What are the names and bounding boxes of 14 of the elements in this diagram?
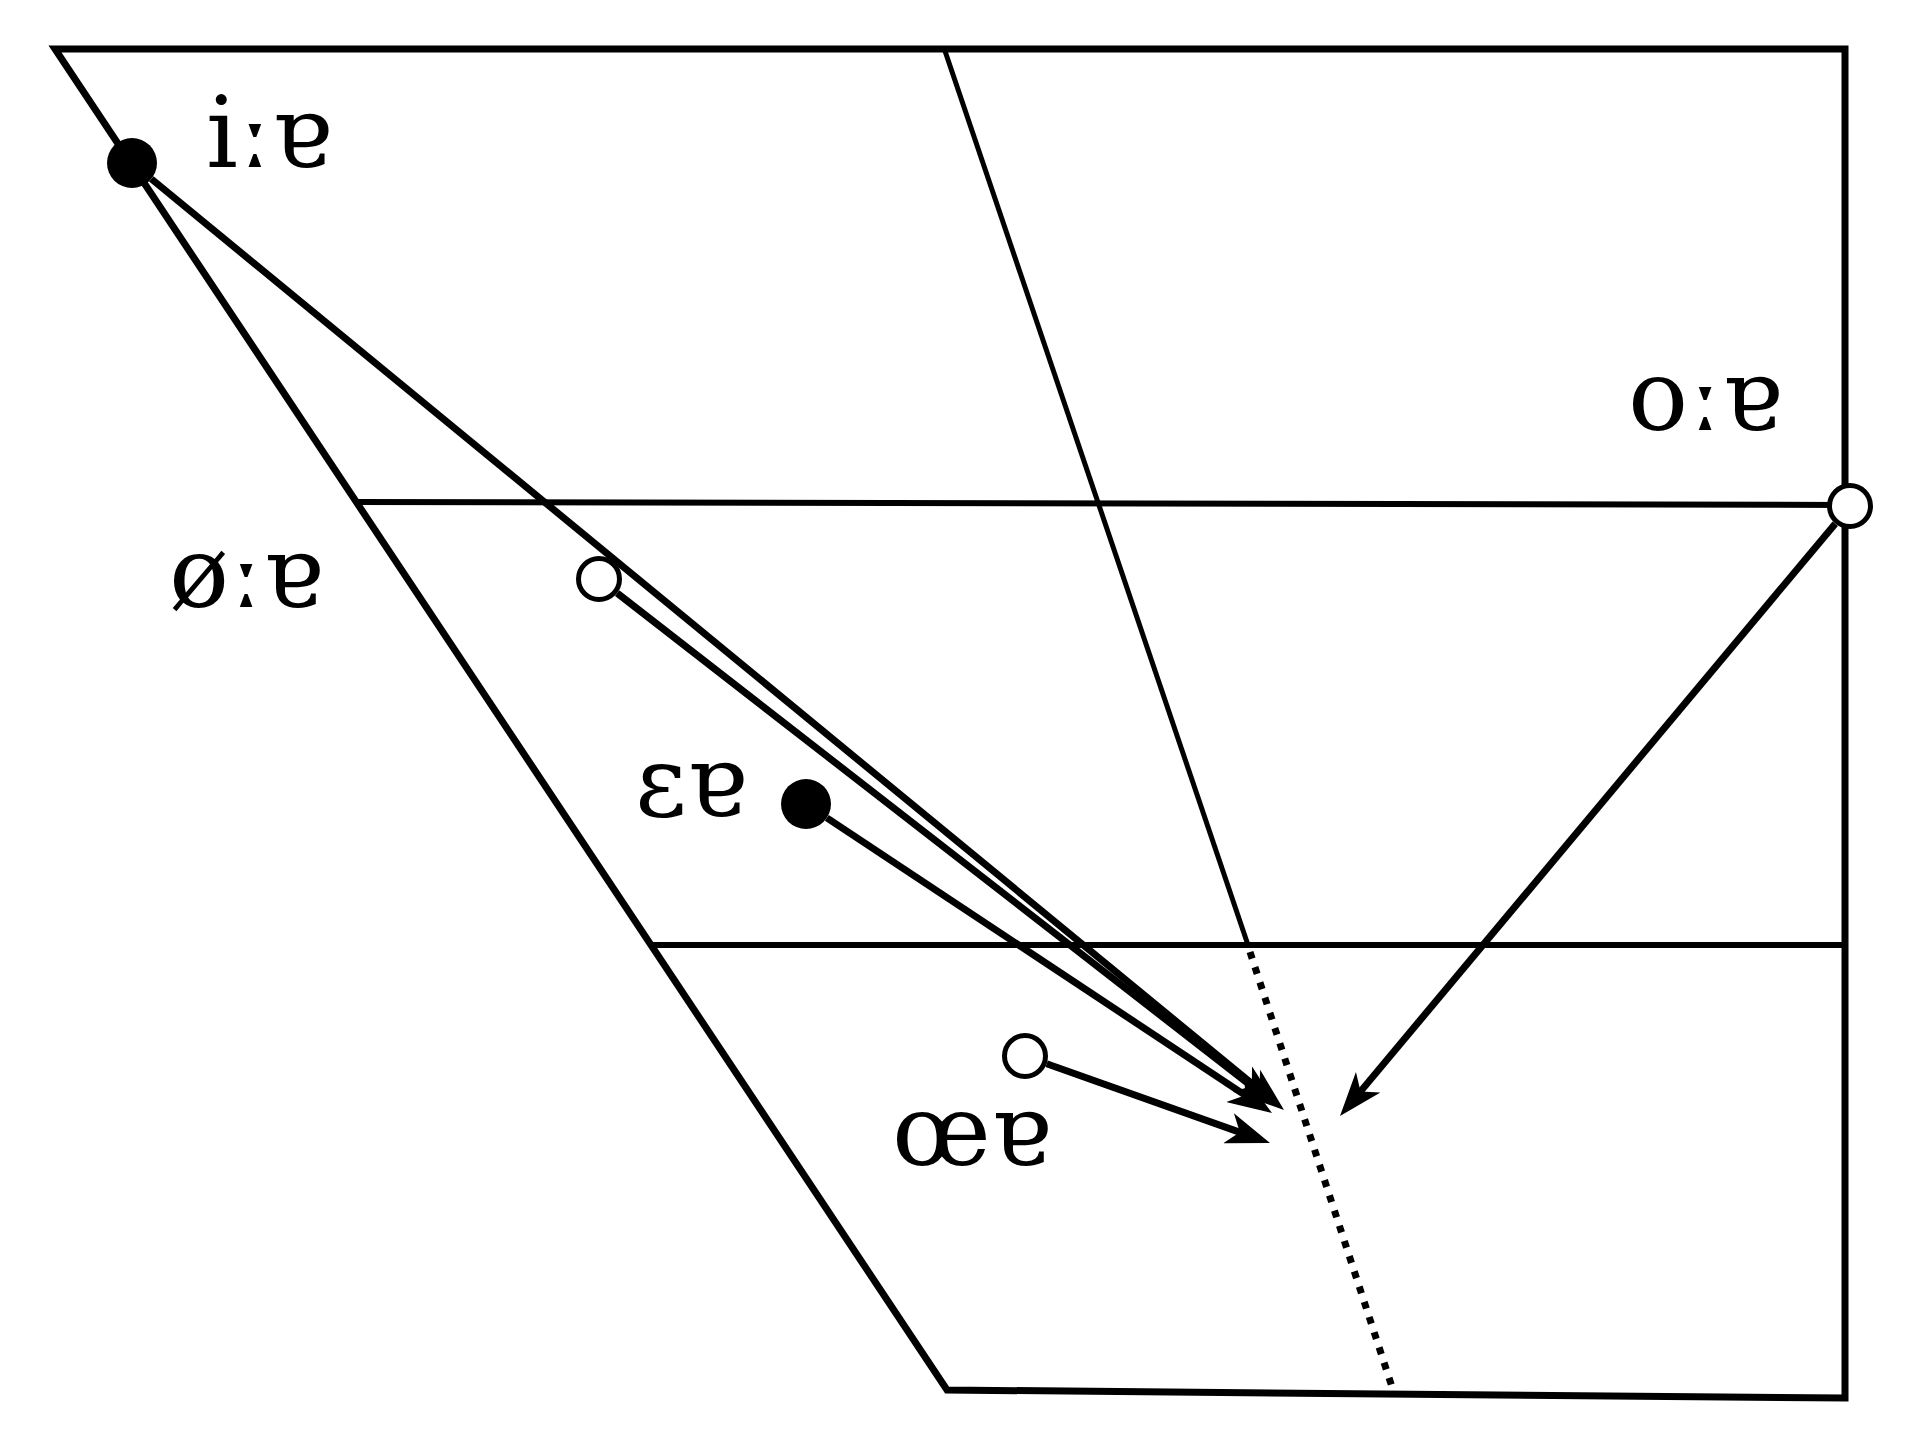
filled-dot: [781, 779, 831, 829]
hollow-circle: [1827, 483, 1873, 529]
vowel-label: øːɐ: [169, 523, 323, 623]
filled-dot: [107, 138, 157, 188]
vowel-label: iːɐ: [206, 83, 332, 183]
arrow: [149, 176, 1284, 1110]
vowel-label: œɐ: [892, 1081, 1051, 1181]
vowel-label: oːɐ: [1628, 346, 1782, 446]
hollow-circle: [1002, 1033, 1048, 1079]
arrow: [824, 814, 1272, 1113]
arrow: [1340, 521, 1838, 1116]
vowel-label: ɛɐ: [635, 732, 747, 832]
arrow: [1045, 1060, 1270, 1144]
hollow-circle: [576, 556, 622, 602]
